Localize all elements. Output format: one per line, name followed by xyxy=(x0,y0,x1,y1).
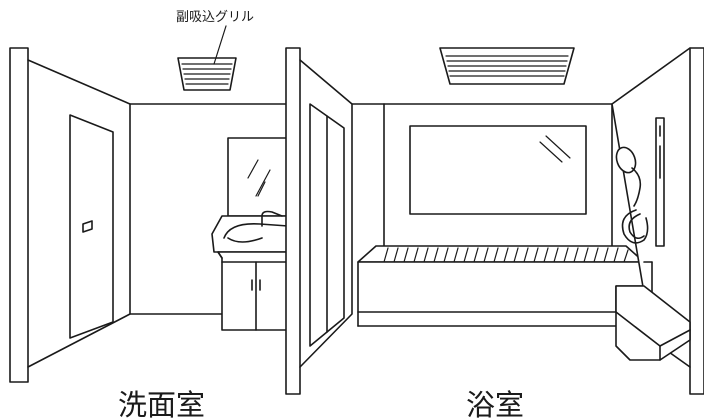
bath-step xyxy=(615,285,691,361)
bathtub-rim xyxy=(357,245,645,263)
sub-intake-grille-label: 副吸込グリル xyxy=(176,10,255,25)
washroom-label: 洗面室 xyxy=(118,388,206,419)
partition-panel xyxy=(285,47,353,395)
vanity-sink xyxy=(211,215,293,253)
washroom-room xyxy=(9,47,293,383)
bathroom-label: 浴室 xyxy=(466,388,525,419)
vanity-mirror xyxy=(227,137,289,217)
shower-slide-bar xyxy=(655,117,665,247)
bathroom-window xyxy=(409,125,587,215)
bathroom-ventilation-fan-icon xyxy=(439,47,575,85)
bathtub-body xyxy=(357,261,645,313)
vanity-cabinet xyxy=(217,251,293,331)
grille-leader-line xyxy=(213,25,227,65)
bathroom-room xyxy=(351,47,704,395)
door-handle-icon xyxy=(82,220,93,233)
shower-head-icon xyxy=(615,146,649,244)
sub-intake-grille-icon xyxy=(177,25,237,91)
faucet-icon xyxy=(261,210,283,227)
